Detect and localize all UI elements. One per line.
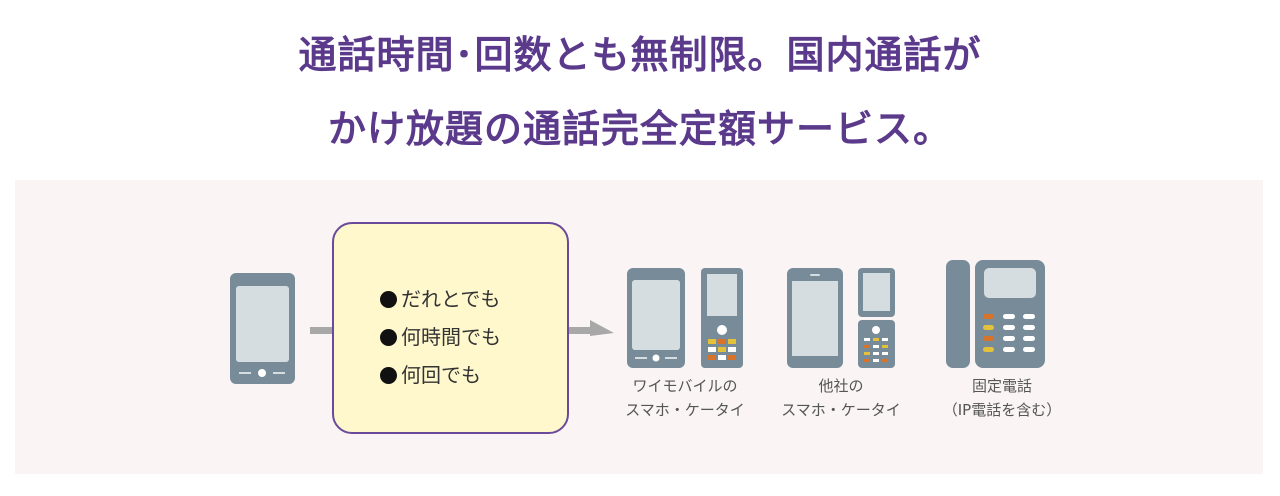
bullet-icon: [380, 367, 397, 384]
label-landline: 固定電話 （IP電話を含む）: [942, 377, 1062, 419]
label-ymobile: ワイモバイルの スマホ・ケータイ: [625, 377, 745, 419]
feature-item: だれとでも: [380, 280, 501, 318]
arrow-in-icon: [310, 327, 334, 334]
ymobile-smartphone-icon: [627, 268, 685, 368]
headline-line1: 通話時間･回数とも無制限。国内通話が: [298, 33, 982, 77]
other-smartphone-icon: [787, 268, 843, 368]
ymobile-feature-phone-icon: [701, 268, 743, 368]
headline-line2: かけ放題の通話完全定額サービス。: [327, 107, 952, 151]
bullet-icon: [380, 291, 397, 308]
unlimited-features-box: だれとでも 何時間でも 何回でも: [332, 222, 569, 434]
feature-item: 何回でも: [380, 356, 501, 394]
caller-smartphone-icon: [230, 273, 295, 384]
label-other-carriers: 他社の スマホ・ケータイ: [781, 377, 901, 419]
landline-phone-icon: [946, 260, 1045, 368]
bullet-icon: [380, 329, 397, 346]
other-flip-phone-icon: [858, 268, 895, 368]
feature-item: 何時間でも: [380, 318, 501, 356]
arrow-out-icon: [568, 320, 614, 336]
